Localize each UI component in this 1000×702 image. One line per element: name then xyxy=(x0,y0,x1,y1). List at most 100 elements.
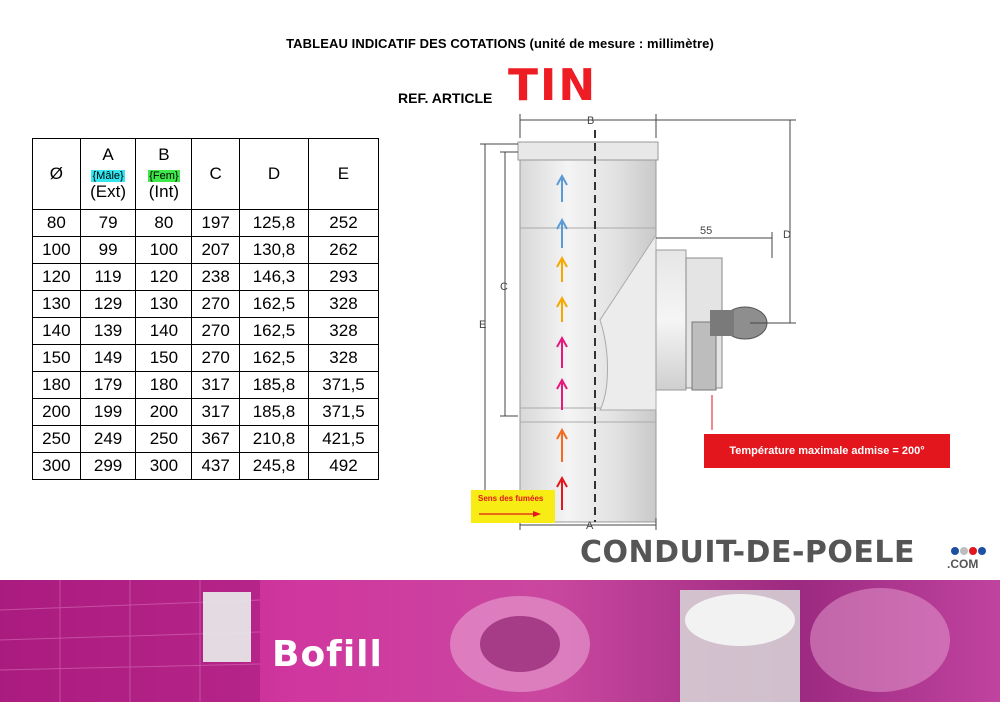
table-cell: 150 xyxy=(135,344,193,372)
table-cell: 99 xyxy=(79,236,137,264)
table-cell: 300 xyxy=(32,452,81,480)
dimension-c-label: C xyxy=(500,281,508,293)
flow-direction-box: Sens des fumées xyxy=(471,490,555,523)
banner-graphics xyxy=(0,580,950,702)
dimension-e-label: E xyxy=(479,319,486,331)
table-cell: 80 xyxy=(135,209,193,237)
header-diameter: Ø xyxy=(32,138,81,210)
table-cell: 200 xyxy=(32,398,81,426)
table-cell: 367 xyxy=(191,425,240,453)
table-cell: 199 xyxy=(79,398,137,426)
table-cell: 238 xyxy=(191,263,240,291)
dimension-d xyxy=(656,119,796,324)
page-title: TABLEAU INDICATIF DES COTATIONS (unité d… xyxy=(286,36,714,51)
header-c: C xyxy=(191,138,240,210)
table-cell: 100 xyxy=(32,236,81,264)
table-cell: 245,8 xyxy=(238,452,309,480)
table-cell: 130 xyxy=(32,290,81,318)
table-cell: 150 xyxy=(32,344,81,372)
table-cell: 317 xyxy=(191,371,240,399)
table-cell: 293 xyxy=(307,263,380,291)
dimension-55 xyxy=(656,232,773,258)
site-logo: CONDUIT-DE-POELE xyxy=(580,535,915,570)
header-b-sub: (Int) xyxy=(148,182,179,202)
dimension-e xyxy=(480,143,518,522)
table-cell: 197 xyxy=(191,209,240,237)
table-cell: 119 xyxy=(79,263,137,291)
flue-arrows xyxy=(556,173,568,510)
table-cell: 250 xyxy=(32,425,81,453)
brand-name: Bofill xyxy=(272,634,383,675)
table-cell: 371,5 xyxy=(307,371,380,399)
table-cell: 437 xyxy=(191,452,240,480)
header-b-letter: B xyxy=(158,144,170,164)
header-d: D xyxy=(238,138,309,210)
header-b-female-tag: {Fem} xyxy=(148,169,180,182)
header-a-male-tag: {Mâle} xyxy=(91,169,125,182)
table-cell: 125,8 xyxy=(238,209,309,237)
table-cell: 149 xyxy=(79,344,137,372)
table-cell: 139 xyxy=(79,317,137,345)
table-cell: 371,5 xyxy=(307,398,380,426)
brand-banner xyxy=(0,580,1000,702)
table-cell: 120 xyxy=(32,263,81,291)
table-cell: 299 xyxy=(79,452,137,480)
table-cell: 200 xyxy=(135,398,193,426)
table-cell: 146,3 xyxy=(238,263,309,291)
table-cell: 250 xyxy=(135,425,193,453)
branch-pipe xyxy=(599,233,657,411)
table-cell: 300 xyxy=(135,452,193,480)
temperature-note: Température maximale admise = 200° xyxy=(704,434,950,468)
table-cell: 130 xyxy=(135,290,193,318)
table-cell: 162,5 xyxy=(238,344,309,372)
flow-direction-label: Sens des fumées xyxy=(478,494,544,503)
table-cell: 328 xyxy=(307,344,380,372)
table-cell: 185,8 xyxy=(238,398,309,426)
table-cell: 129 xyxy=(79,290,137,318)
header-e: E xyxy=(307,138,380,210)
dimension-c xyxy=(500,151,518,417)
dimension-d-label: D xyxy=(783,229,791,241)
table-cell: 252 xyxy=(307,209,380,237)
table-cell: 130,8 xyxy=(238,236,309,264)
table-cell: 328 xyxy=(307,290,380,318)
table-cell: 100 xyxy=(135,236,193,264)
table-cell: 80 xyxy=(32,209,81,237)
header-a: A {Mâle} (Ext) xyxy=(79,138,137,210)
dimension-b-label: B xyxy=(587,115,594,127)
table-cell: 120 xyxy=(135,263,193,291)
header-a-sub: (Ext) xyxy=(90,182,127,202)
table-cell: 328 xyxy=(307,317,380,345)
table-cell: 180 xyxy=(32,371,81,399)
table-cell: 140 xyxy=(135,317,193,345)
table-cell: 492 xyxy=(307,452,380,480)
table-cell: 162,5 xyxy=(238,317,309,345)
table-cell: 421,5 xyxy=(307,425,380,453)
table-cell: 270 xyxy=(191,317,240,345)
flow-arrow-icon xyxy=(479,511,541,517)
table-cell: 210,8 xyxy=(238,425,309,453)
table-cell: 270 xyxy=(191,344,240,372)
table-header-row: Ø A {Mâle} (Ext) B {Fem} (Int) C D E xyxy=(32,138,380,210)
header-a-letter: A xyxy=(102,144,114,164)
table-cell: 185,8 xyxy=(238,371,309,399)
table-cell: 179 xyxy=(79,371,137,399)
table-cell: 249 xyxy=(79,425,137,453)
dimension-55-label: 55 xyxy=(700,225,712,237)
dimension-a-label: A xyxy=(586,520,594,532)
table-cell: 317 xyxy=(191,398,240,426)
table-cell: 262 xyxy=(307,236,380,264)
site-logo-suffix: .COM xyxy=(947,557,979,571)
tee-pipe-diagram: B A C E D 55 xyxy=(479,114,796,532)
dimension-b xyxy=(519,114,657,138)
